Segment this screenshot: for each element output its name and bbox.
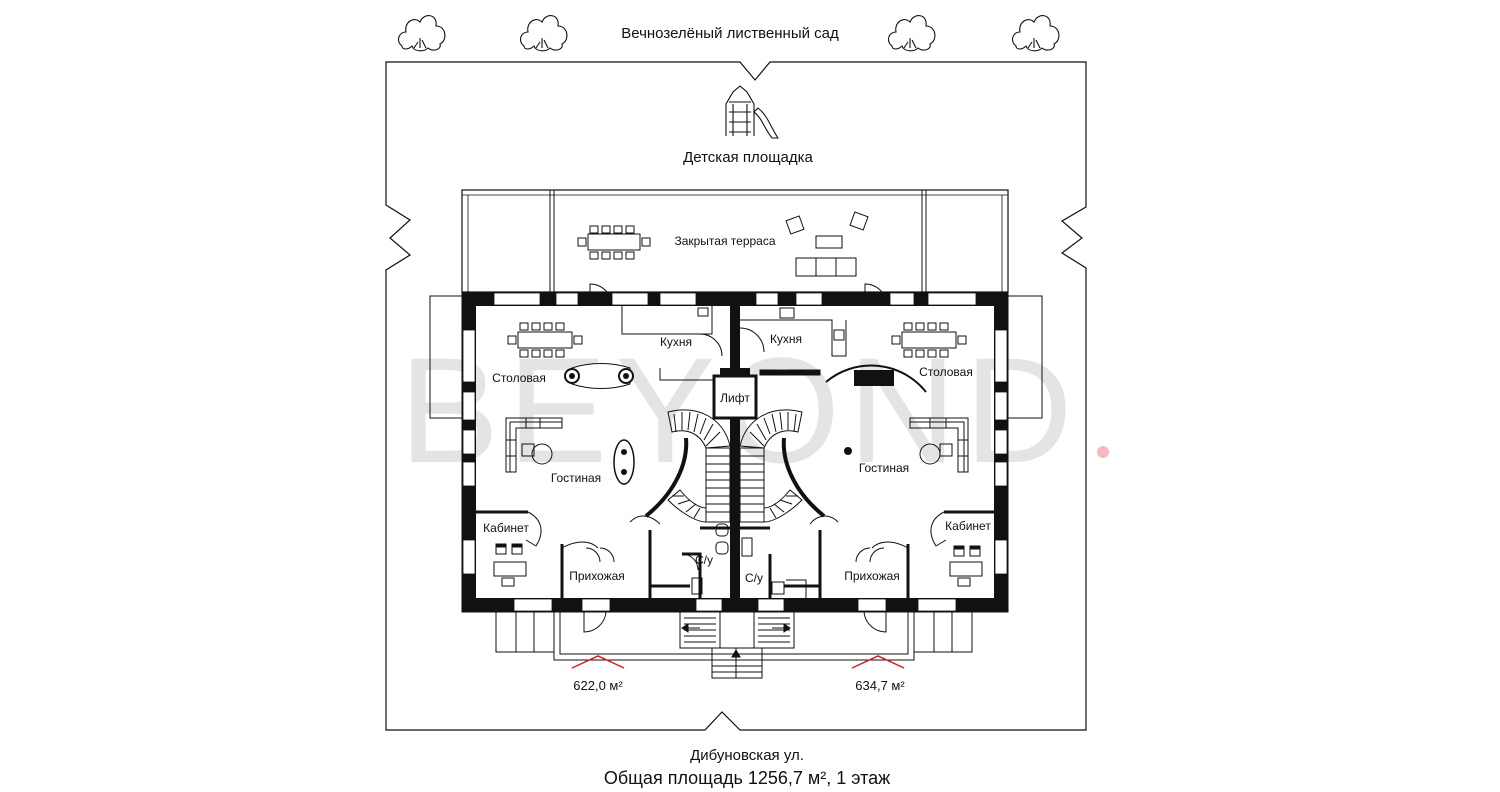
sofa-right-icon (909, 417, 969, 473)
tree-icon (887, 15, 936, 52)
wc-left-label: С/у (695, 553, 713, 567)
wc-right-fixtures-icon (741, 537, 785, 595)
arrow-icon (681, 623, 791, 666)
office-left-label: Кабинет (483, 521, 529, 535)
terrace-lounge-icon (785, 211, 869, 277)
hall-left-label: Прихожая (569, 569, 625, 583)
coffee-table-left-icon (613, 439, 635, 485)
area-right-label: 634,7 м² (855, 678, 905, 693)
office-right-label: Кабинет (945, 519, 991, 533)
terrace-table-icon (577, 225, 651, 260)
garden-label: Вечнозелёный лиственный сад (621, 25, 839, 42)
office-right-furniture-icon (949, 545, 983, 587)
site-boundary (385, 61, 1087, 731)
terrace-label: Закрытая терраса (674, 234, 775, 248)
interior-walls-right (740, 510, 994, 598)
office-left-furniture-icon (493, 543, 527, 587)
kitchen-right (739, 307, 847, 376)
dining-left-label: Столовая (492, 371, 546, 385)
total-area-caption: Общая площадь 1256,7 м², 1 этаж (604, 768, 890, 788)
door-arcs-right (786, 511, 947, 633)
tree-icon (397, 15, 446, 52)
tree-icon (1011, 15, 1060, 52)
door-arcs-left (525, 511, 699, 633)
exterior-walls (461, 291, 1009, 613)
sofa-left-icon (505, 417, 563, 473)
staircase-left-icon (667, 409, 731, 523)
dining-table-left-icon (507, 322, 583, 358)
kitchen-right-label: Кухня (770, 332, 802, 346)
watermark-dot (1097, 446, 1109, 458)
party-wall (730, 306, 740, 598)
wc-left-fixtures-icon (691, 523, 729, 595)
fireplace-right (854, 370, 894, 386)
dining-table-right-icon (891, 322, 967, 358)
hall-right-label: Прихожая (844, 569, 900, 583)
fireplace-left-icon (564, 363, 634, 389)
dining-right-label: Столовая (919, 365, 973, 379)
wc-right-label: С/у (745, 571, 763, 585)
living-right-label: Гостиная (859, 461, 909, 475)
lamp-right-icon (844, 447, 852, 455)
lift (712, 368, 758, 420)
curved-wall-right (781, 437, 826, 518)
staircase-right-icon (739, 409, 803, 523)
living-left-label: Гостиная (551, 471, 601, 485)
terrace-door-icon (589, 283, 888, 307)
lift-label: Лифт (720, 391, 750, 405)
street-label: Дибуновская ул. (690, 747, 804, 764)
interior-walls-left (476, 510, 730, 598)
playground-icon (725, 85, 780, 139)
kitchen-left (621, 306, 723, 381)
curved-wall-left (644, 437, 689, 518)
tree-icon (519, 15, 568, 52)
entrance-marker-right (851, 655, 905, 669)
area-left-label: 622,0 м² (573, 678, 623, 693)
kitchen-left-label: Кухня (660, 335, 692, 349)
playground-label: Детская площадка (683, 149, 813, 166)
front-porch (495, 611, 973, 679)
curved-wall-right-top (825, 364, 927, 393)
entrance-marker-left (571, 655, 625, 669)
